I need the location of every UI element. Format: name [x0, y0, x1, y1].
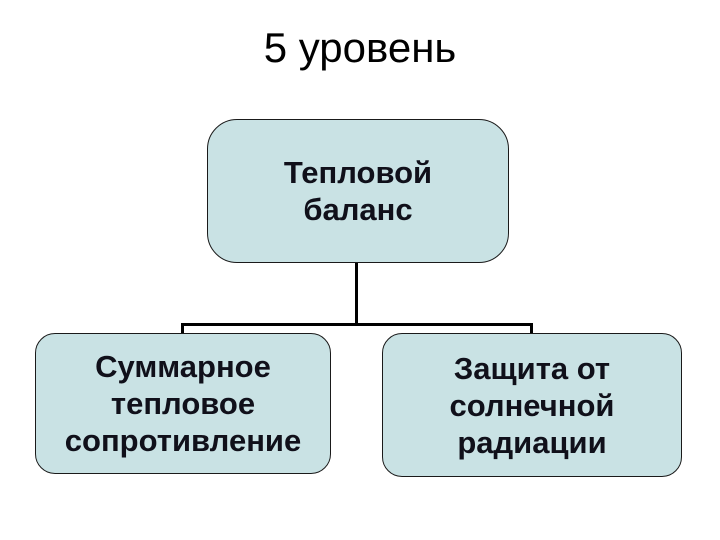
node-solar-radiation-protection: Защита от солнечной радиации	[382, 333, 682, 477]
connector-drop-left	[181, 323, 184, 335]
node-solar-radiation-protection-label: Защита от солнечной радиации	[449, 350, 615, 460]
connector-drop-right	[530, 323, 533, 335]
connector-crossbar	[181, 323, 533, 326]
node-thermal-balance: Тепловой баланс	[207, 119, 509, 263]
node-total-thermal-resistance-label: Суммарное тепловое сопротивление	[64, 349, 302, 458]
page-title: 5 уровень	[263, 24, 457, 71]
node-thermal-balance-label: Тепловой баланс	[283, 155, 433, 227]
connector-stem	[355, 263, 358, 325]
node-total-thermal-resistance: Суммарное тепловое сопротивление	[35, 333, 331, 474]
